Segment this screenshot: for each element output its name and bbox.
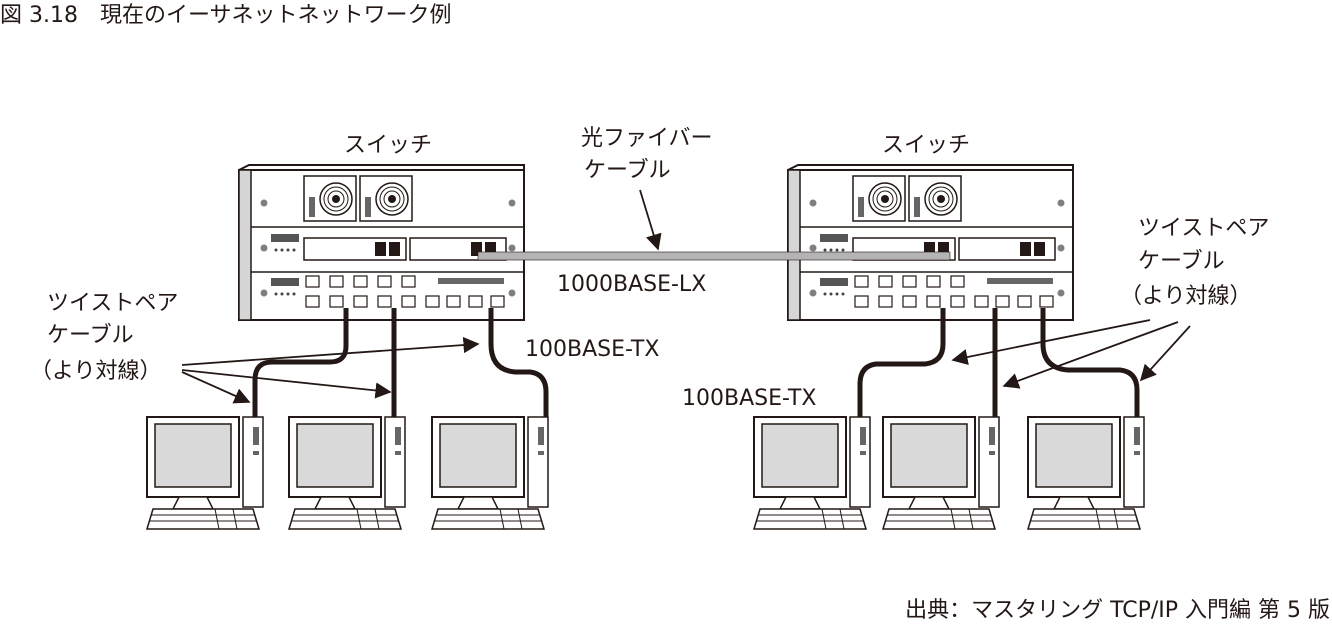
fiber-optic-cable	[477, 251, 951, 261]
tp-left-arrow-2	[181, 369, 392, 399]
twisted-pair-cable-right-1	[857, 308, 946, 418]
twisted-pair-cable-left-1	[252, 308, 349, 418]
computer-right-2	[882, 416, 1000, 530]
tx-right-label: 100BASE-TX	[682, 386, 816, 411]
tp-left-label-line3: （より対線）	[30, 359, 162, 384]
tp-left-arrow-1	[181, 336, 480, 366]
switch-left	[238, 164, 525, 321]
fiber-standard-label: 1000BASE-LX	[557, 272, 706, 297]
computer-left-2	[288, 416, 406, 530]
tp-left-arrow-3	[181, 371, 251, 404]
fiber-label-line2: ケーブル	[584, 158, 671, 183]
tp-right-label-line1: ツイストペア	[1138, 216, 1269, 241]
figure-title: 図 3.18 現在のイーサネットネットワーク例	[0, 3, 452, 28]
tp-right-arrow-3	[1139, 325, 1191, 382]
switch-right	[787, 164, 1074, 321]
twisted-pair-cable-left-3	[488, 308, 549, 418]
tp-right-arrow-1	[951, 319, 1151, 366]
tp-left-label-line1: ツイストペア	[47, 291, 178, 316]
figure-credit: 出典：マスタリング TCP/IP 入門編 第 5 版	[905, 598, 1330, 623]
switch-right-label: スイッチ	[882, 133, 970, 158]
computer-right-3	[1027, 416, 1145, 530]
computer-left-1	[146, 416, 264, 530]
computer-right-1	[753, 416, 871, 530]
computer-left-3	[431, 416, 549, 530]
tp-right-label-line2: ケーブル	[1138, 249, 1225, 274]
tp-left-label-line2: ケーブル	[47, 323, 134, 348]
tp-right-arrow-2	[1002, 321, 1179, 389]
switch-left-label: スイッチ	[344, 133, 432, 158]
fiber-arrow	[639, 189, 662, 251]
twisted-pair-cable-right-3	[1040, 308, 1140, 418]
tx-left-label: 100BASE-TX	[525, 337, 659, 362]
tp-right-label-line3: （より対線）	[1120, 284, 1252, 309]
fiber-label-line1: 光ファイバー	[581, 126, 713, 151]
